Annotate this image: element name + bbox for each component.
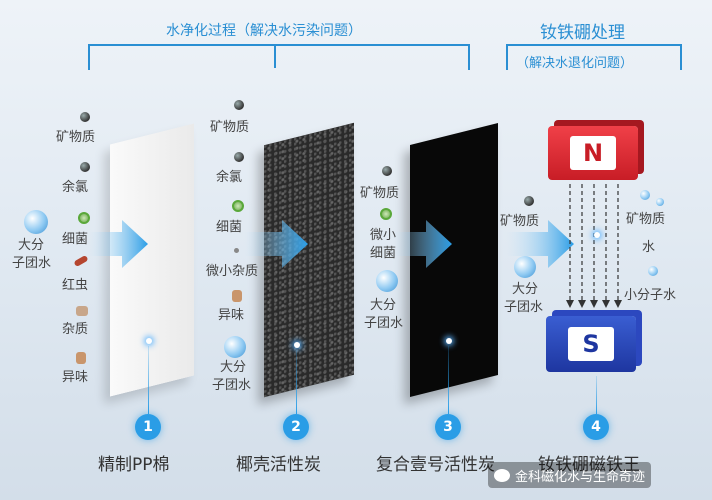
s1-item: 杂质	[62, 322, 89, 337]
step-badge-4: 4	[583, 414, 609, 440]
magnet-bracket	[506, 44, 682, 70]
s4-left-water: 子团水	[504, 300, 544, 315]
s4-right-item: 水	[642, 240, 656, 255]
process-bracket	[88, 44, 470, 70]
impurity-icon	[76, 306, 88, 316]
chlorine-icon	[234, 152, 244, 162]
watermark: 金科磁化水与生命奇迹	[488, 462, 652, 488]
magnet-field-lines	[569, 184, 619, 302]
magnet-n-label: N	[570, 136, 616, 170]
marker-dot	[146, 338, 152, 344]
odor-icon	[76, 352, 86, 364]
field-line-arrowheads	[566, 300, 622, 308]
mineral-icon	[382, 166, 392, 176]
magnet-s-label: S	[568, 327, 614, 361]
step-badge-2: 2	[283, 414, 309, 440]
s1-item: 红虫	[62, 278, 89, 293]
mineral-icon	[234, 100, 244, 110]
magnet-s: S	[546, 316, 636, 372]
s1-water: 大分	[18, 238, 45, 253]
magnet-title: 钕铁硼处理	[540, 23, 625, 43]
s3-item: 矿物质	[360, 186, 400, 201]
water-cluster-icon	[514, 256, 536, 278]
bacteria-icon	[232, 200, 244, 212]
s3-water: 大分	[370, 298, 397, 313]
s2-item: 细菌	[216, 220, 243, 235]
s2-item: 矿物质	[210, 120, 250, 135]
magnet-subtitle: （解决水退化问题）	[516, 56, 634, 71]
mineral-icon	[80, 112, 90, 122]
step-badge-3: 3	[435, 414, 461, 440]
s2-item: 微小杂质	[206, 264, 259, 279]
marker-dot	[594, 232, 600, 238]
s4-left-water: 大分	[512, 282, 539, 297]
process-bracket-tick	[274, 44, 276, 68]
step-caption-1: 精制PP棉	[98, 455, 170, 475]
s1-item: 细菌	[62, 232, 89, 247]
connector-line	[296, 350, 297, 414]
arrow-1	[88, 220, 148, 268]
water-cluster-icon	[376, 270, 398, 292]
s2-water: 大分	[220, 360, 247, 375]
marker-dot	[446, 338, 452, 344]
s1-item: 矿物质	[56, 130, 96, 145]
wechat-icon	[494, 468, 510, 482]
s4-right-item: 矿物质	[626, 212, 666, 227]
chlorine-icon	[80, 162, 90, 172]
arrow-3	[394, 220, 452, 268]
process-title: 水净化过程（解决水污染问题）	[166, 23, 362, 39]
small-molecule-icon	[648, 266, 658, 276]
connector-line	[148, 346, 149, 414]
odor-icon	[232, 290, 242, 302]
s2-item: 余氯	[216, 170, 243, 185]
s1-water: 子团水	[12, 256, 52, 271]
s3-item: 微小	[370, 228, 397, 243]
water-cluster-icon	[24, 210, 48, 234]
connector-line	[596, 376, 597, 414]
s1-item: 余氯	[62, 180, 89, 195]
small-molecule-icon	[640, 190, 650, 200]
step-caption-2: 椰壳活性炭	[236, 455, 321, 475]
s3-item: 细菌	[370, 246, 397, 261]
s2-water: 子团水	[212, 378, 252, 393]
step-caption-3: 复合壹号活性炭	[376, 455, 495, 475]
step-caption-4: 钕铁硼磁铁王	[538, 455, 640, 475]
s2-item: 异味	[218, 308, 245, 323]
water-cluster-icon	[224, 336, 246, 358]
marker-dot	[294, 342, 300, 348]
bacteria-icon	[78, 212, 90, 224]
s4-left-item: 矿物质	[500, 214, 540, 229]
step-badge-1: 1	[135, 414, 161, 440]
s4-right-item: 小分子水	[624, 288, 677, 303]
connector-line	[448, 346, 449, 414]
arrow-2	[244, 220, 308, 268]
small-molecule-icon	[656, 198, 664, 206]
mineral-icon	[524, 196, 534, 206]
bacteria-icon	[380, 208, 392, 220]
s3-water: 子团水	[364, 316, 404, 331]
fine-impurity-icon	[234, 248, 239, 253]
magnet-n: N	[548, 126, 638, 180]
watermark-text: 金科磁化水与生命奇迹	[515, 469, 646, 485]
s1-item: 异味	[62, 370, 89, 385]
